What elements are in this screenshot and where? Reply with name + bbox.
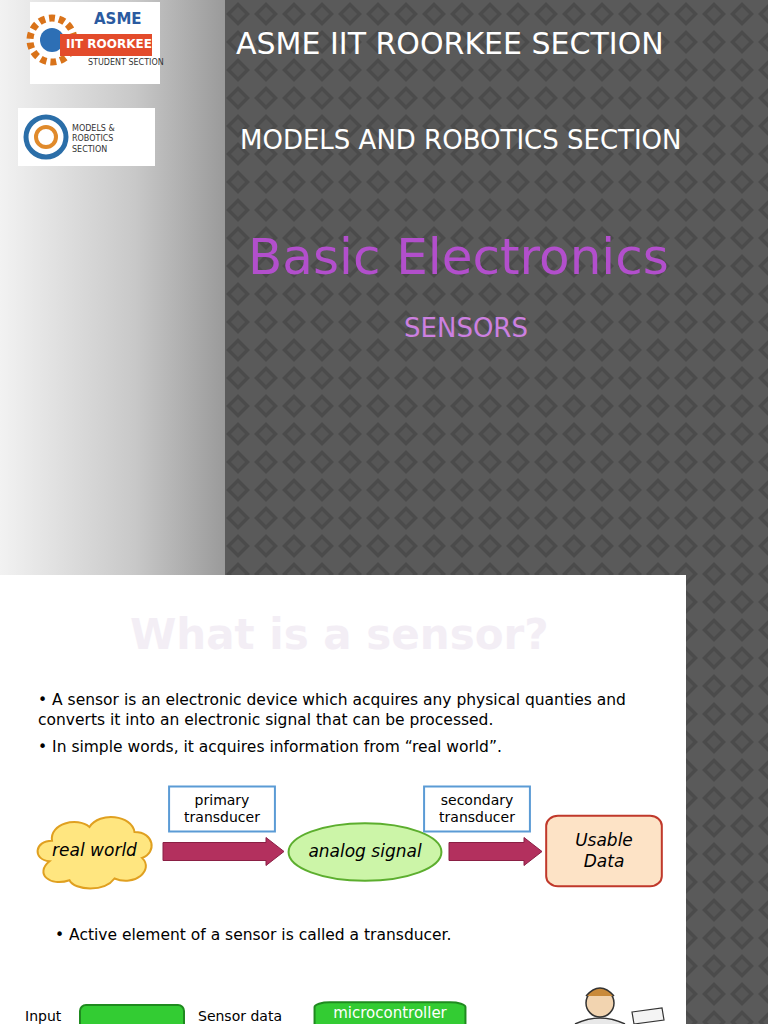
section-heading: ASME IIT ROORKEE SECTION <box>236 24 664 63</box>
node-text: secondary transducer <box>431 792 523 827</box>
arrow-body <box>449 838 542 866</box>
gradient-panel <box>0 0 225 575</box>
paper-sheet <box>632 1008 664 1024</box>
logo-text: STUDENT SECTION <box>88 58 164 68</box>
subtitle: SENSORS <box>404 312 528 346</box>
logo-text: MODELS & ROBOTICS SECTION <box>72 124 150 155</box>
faint-heading: What is a sensor? <box>130 608 549 663</box>
section-heading: MODELS AND ROBOTICS SECTION <box>240 124 682 158</box>
label-box: primary transducer <box>168 786 276 832</box>
logo-ring <box>36 127 56 147</box>
logo-ground <box>30 2 160 84</box>
slide-ground <box>0 575 686 1024</box>
person-hair <box>586 988 614 996</box>
bullet-text: • In simple words, it acquires informati… <box>38 737 502 757</box>
person-head <box>586 989 614 1017</box>
slide-title: Basic Electronics <box>248 228 669 286</box>
green-box <box>80 1005 184 1024</box>
logo-banner <box>60 34 152 56</box>
output-box: Usable Data <box>545 815 663 887</box>
logo-ground <box>18 108 155 166</box>
person-body <box>575 1018 625 1024</box>
node-text: real world <box>52 840 137 861</box>
node-text: microcontroller <box>333 1004 447 1023</box>
logo-ring <box>26 117 66 157</box>
microcontroller-box: microcontroller <box>313 1002 467 1024</box>
block-arrow <box>449 838 542 866</box>
node-text: primary transducer <box>176 792 268 827</box>
block-arrow <box>163 838 284 866</box>
bullet-text: • Active element of a sensor is called a… <box>55 925 451 945</box>
logo-text: IIT ROORKEE <box>66 37 152 53</box>
node-text: Usable Data <box>553 830 655 873</box>
arrow-body <box>163 838 284 866</box>
pattern-panel <box>0 0 768 575</box>
cloud-node: real world <box>32 808 157 894</box>
bullet-text: • A sensor is an electronic device which… <box>38 690 658 730</box>
signal-label: Sensor data <box>198 1007 282 1024</box>
label-box: secondary transducer <box>423 786 531 832</box>
pattern-strip <box>686 575 768 1024</box>
node-text: analog signal <box>308 841 421 862</box>
ellipse-node: analog signal <box>287 822 443 882</box>
pin-label: Input <box>25 1007 61 1024</box>
logo-text: ASME <box>94 10 142 30</box>
